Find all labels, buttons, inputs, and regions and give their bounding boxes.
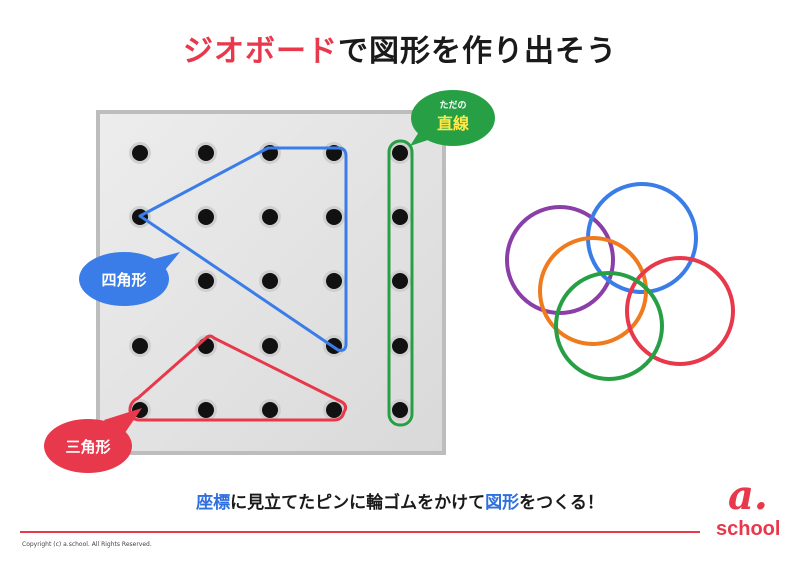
- green-rubber-band: [554, 271, 664, 381]
- caption-part4: をつくる！: [519, 493, 604, 513]
- caption-part2: に見立てたピンに輪ゴムをかけて: [230, 493, 486, 513]
- quadrilateral-callout-label: 四角形: [101, 271, 146, 289]
- footer-rule: [20, 531, 700, 533]
- triangle-band: [128, 334, 348, 422]
- aschool-logo: a. school: [710, 472, 790, 548]
- pin: [392, 209, 408, 225]
- triangle-callout-label: 三角形: [65, 438, 110, 456]
- pin: [262, 402, 278, 418]
- line-callout: ただの 直線: [410, 90, 495, 146]
- pin: [132, 145, 148, 161]
- pin: [392, 145, 408, 161]
- pin: [392, 402, 408, 418]
- line-callout-big: 直線: [437, 114, 469, 133]
- line-callout-small: ただの: [439, 100, 466, 111]
- pin: [132, 338, 148, 354]
- rubber-bands: [505, 182, 735, 381]
- pin: [392, 273, 408, 289]
- caption-part1: 座標: [196, 493, 231, 513]
- pin: [392, 338, 408, 354]
- pin: [198, 273, 214, 289]
- title-accent: ジオボード: [183, 34, 338, 69]
- copyright-text: Copyright (c) a.school. All Rights Reser…: [22, 541, 152, 548]
- page-title: ジオボードで図形を作り出そう: [0, 26, 800, 70]
- pin: [262, 273, 278, 289]
- pin: [326, 209, 342, 225]
- logo-mark: a.: [728, 472, 768, 519]
- pin: [198, 209, 214, 225]
- pin: [326, 402, 342, 418]
- caption-part3: 図形: [485, 493, 520, 513]
- red-rubber-band: [625, 256, 735, 366]
- pin: [198, 402, 214, 418]
- quadrilateral-band: [138, 146, 348, 352]
- title-rest: で図形を作り出そう: [338, 34, 617, 69]
- pin: [198, 338, 214, 354]
- quadrilateral-callout: 四角形: [79, 252, 180, 306]
- caption: 座標に見立てたピンに輪ゴムをかけて図形をつくる！: [0, 488, 800, 513]
- pin: [326, 273, 342, 289]
- pin: [198, 145, 214, 161]
- pin: [262, 209, 278, 225]
- pin: [262, 338, 278, 354]
- line-band: [387, 139, 414, 427]
- orange-rubber-band: [538, 236, 648, 346]
- logo-word: school: [716, 518, 781, 540]
- purple-rubber-band: [505, 205, 615, 315]
- triangle-callout: 三角形: [44, 408, 142, 473]
